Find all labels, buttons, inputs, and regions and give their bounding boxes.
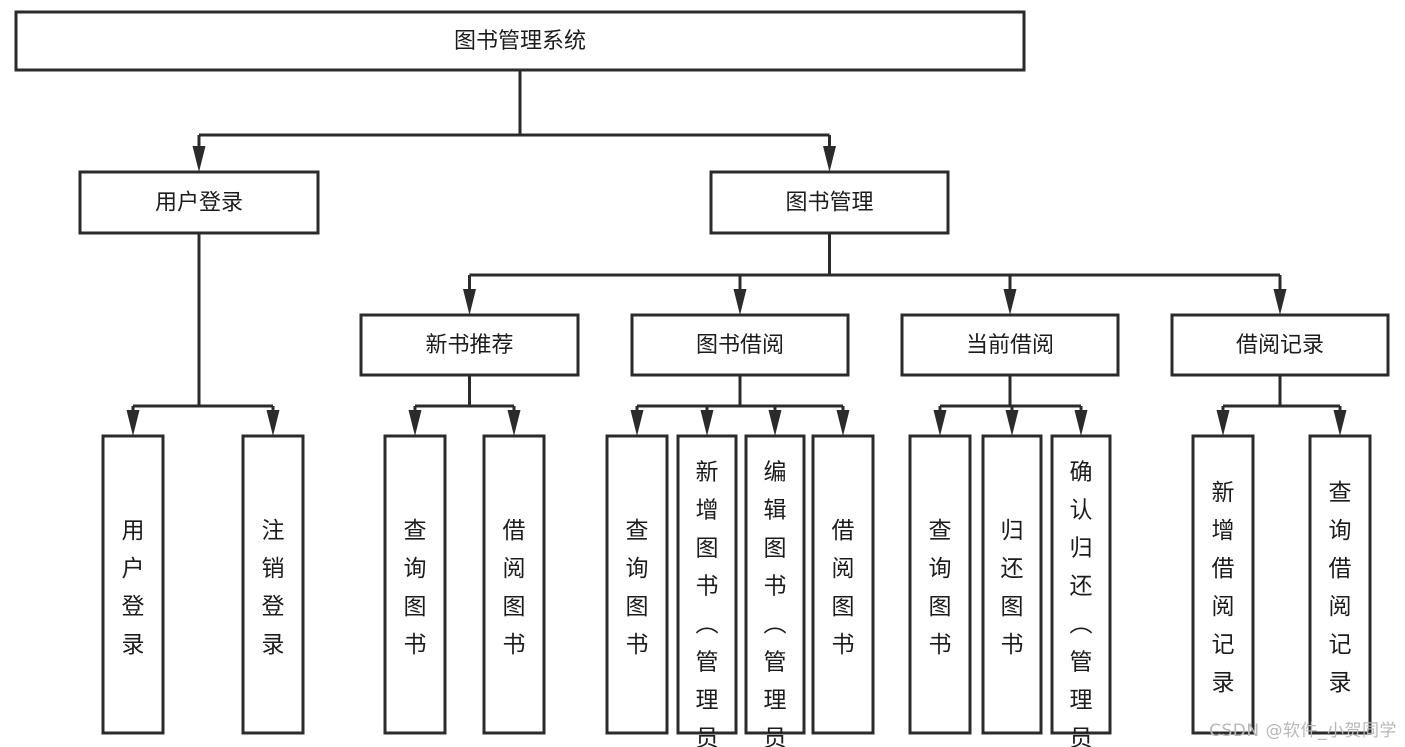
node-label: 归还图书	[1001, 518, 1024, 658]
node-box	[676, 434, 738, 735]
node-box	[1191, 434, 1255, 735]
node-box	[1170, 313, 1390, 377]
node-leaf-rec-add[interactable]: 新增借阅记录	[1191, 434, 1255, 735]
node-leaf-rec-search[interactable]: 查询借阅记录	[1308, 434, 1372, 735]
node-label: 图书管理	[785, 191, 873, 216]
node-label: 借阅图书	[503, 518, 526, 658]
arrow-head-icon	[630, 410, 644, 436]
node-label: 查询图书	[929, 518, 952, 658]
node-leaf-user-logout[interactable]: 注销登录	[241, 434, 305, 735]
node-leaf-cur-query[interactable]: 查询图书	[908, 434, 972, 735]
node-box	[709, 170, 950, 235]
node-box	[908, 434, 972, 735]
node-label: 新增图书︵管理员︶	[696, 460, 719, 747]
node-box	[1308, 434, 1372, 735]
arrow-head-icon	[192, 146, 206, 172]
node-label: 新增借阅记录	[1212, 480, 1235, 696]
arrow-head-icon	[768, 410, 782, 436]
node-label: 查询图书	[626, 518, 649, 658]
node-book-borrow[interactable]: 图书借阅	[630, 313, 850, 377]
node-label: 借阅图书	[832, 518, 855, 658]
node-leaf-cur-confirm[interactable]: 确认归还︵管理员︶	[1050, 434, 1112, 747]
node-box	[811, 434, 875, 735]
node-box	[241, 434, 305, 735]
arrow-head-icon	[266, 410, 280, 436]
node-label: 当前借阅	[966, 333, 1054, 358]
node-box	[744, 434, 806, 735]
edge-group-root	[192, 70, 836, 172]
node-label: 查询图书	[404, 518, 427, 658]
node-box	[101, 434, 165, 735]
node-label: 确认归还︵管理员︶	[1070, 460, 1093, 747]
node-leaf-borrow-query[interactable]: 查询图书	[605, 434, 669, 735]
arrow-head-icon	[823, 146, 836, 172]
edge-group-user-login	[126, 233, 280, 436]
node-box	[482, 434, 546, 735]
watermark-text: CSDN @软件_小贺同学	[1209, 721, 1397, 741]
arrow-head-icon	[1333, 410, 1347, 436]
node-label: 用户登录	[155, 191, 243, 216]
arrow-head-icon	[463, 289, 476, 315]
arrow-head-icon	[1005, 410, 1019, 436]
edge-group-borrow-record	[1216, 375, 1347, 436]
node-leaf-rec-borrow[interactable]: 借阅图书	[482, 434, 546, 735]
node-leaf-cur-return[interactable]: 归还图书	[981, 434, 1043, 735]
node-user-login[interactable]: 用户登录	[78, 170, 320, 235]
edge-group-current-borrow	[933, 375, 1088, 436]
arrow-head-icon	[1003, 289, 1017, 315]
node-label: 借阅记录	[1236, 333, 1324, 358]
node-borrow-record[interactable]: 借阅记录	[1170, 313, 1390, 377]
node-box	[359, 313, 580, 377]
arrow-head-icon	[1216, 410, 1230, 436]
node-box	[1050, 434, 1112, 735]
node-box	[900, 313, 1120, 377]
node-label: 查询借阅记录	[1329, 480, 1352, 696]
arrow-head-icon	[507, 410, 521, 436]
node-label: 注销登录	[262, 518, 285, 658]
node-leaf-borrow-add[interactable]: 新增图书︵管理员︶	[676, 434, 738, 747]
node-leaf-borrow-edit[interactable]: 编辑图书︵管理员︶	[744, 434, 806, 747]
node-box	[981, 434, 1043, 735]
edge-group-new-book-rec	[408, 375, 521, 436]
arrow-head-icon	[836, 410, 850, 436]
arrow-head-icon	[1273, 289, 1287, 315]
node-leaf-user-login[interactable]: 用户登录	[101, 434, 165, 735]
node-box	[630, 313, 850, 377]
edge-group-book-manage	[463, 233, 1287, 315]
arrow-head-icon	[126, 410, 140, 436]
node-leaf-rec-query[interactable]: 查询图书	[383, 434, 447, 735]
node-new-book-rec[interactable]: 新书推荐	[359, 313, 580, 377]
node-label: 编辑图书︵管理员︶	[764, 460, 787, 747]
arrow-head-icon	[700, 410, 714, 436]
edge-group-book-borrow	[630, 375, 850, 436]
arrow-head-icon	[1074, 410, 1088, 436]
edges-layer	[126, 70, 1347, 436]
node-label: 图书借阅	[696, 333, 784, 358]
node-current-borrow[interactable]: 当前借阅	[900, 313, 1120, 377]
nodes-layer: 图书管理系统用户登录图书管理新书推荐图书借阅当前借阅借阅记录用户登录注销登录查询…	[14, 10, 1390, 747]
node-box	[605, 434, 669, 735]
node-book-manage[interactable]: 图书管理	[709, 170, 950, 235]
arrow-head-icon	[933, 410, 947, 436]
node-label: 用户登录	[122, 518, 145, 658]
node-box	[14, 10, 1026, 72]
node-label: 新书推荐	[425, 333, 513, 358]
node-box	[78, 170, 320, 235]
node-box	[383, 434, 447, 735]
node-root[interactable]: 图书管理系统	[14, 10, 1026, 72]
node-leaf-borrow-lend[interactable]: 借阅图书	[811, 434, 875, 735]
node-label: 图书管理系统	[454, 29, 586, 54]
arrow-head-icon	[733, 289, 747, 315]
arrow-head-icon	[408, 410, 422, 436]
